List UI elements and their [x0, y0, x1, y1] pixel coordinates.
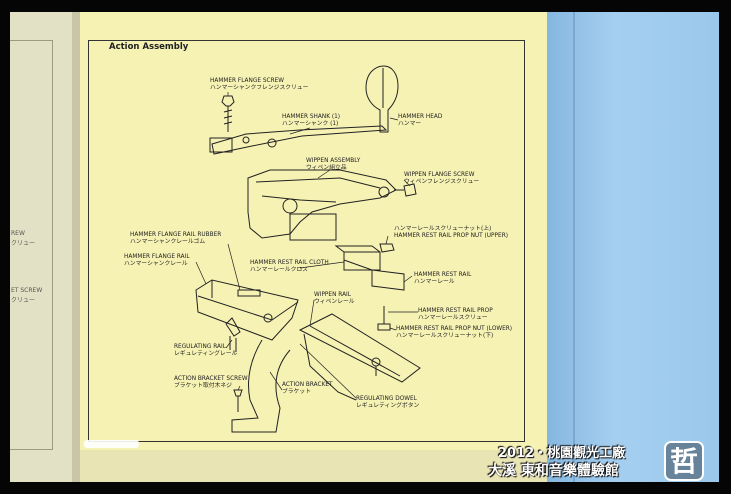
watermark-line-1: 2012・桃園觀光工廠 [498, 446, 626, 461]
shank-pin [267, 138, 277, 148]
bracket-screw [233, 389, 243, 412]
label-hammer-shank: HAMMER SHANK (1)ハンマーシャンク (1) [282, 114, 341, 127]
hammer-flange-rail [195, 279, 299, 341]
wall-seam [573, 12, 575, 482]
regulating-dowel [371, 357, 381, 367]
blue-wall [547, 12, 719, 482]
flange-rail-rubber [237, 289, 261, 297]
watermark-logo: 哲 [664, 441, 704, 481]
hammer-shank-shape [211, 125, 388, 155]
rest-rail [343, 259, 405, 291]
action-assembly-poster [80, 12, 547, 458]
wippen-lever [289, 213, 337, 241]
poster-title: Action Assembly [109, 42, 189, 52]
light-reflection [84, 440, 139, 448]
wippen-body [247, 169, 397, 239]
rest-rail-cloth [334, 245, 381, 271]
left-sheet-fragment: クリュー [11, 240, 36, 247]
lower-nut [377, 323, 391, 331]
left-sheet-frame [10, 40, 53, 450]
label-rest-rail-prop-nut-upper: ハンマーレールスクリューナット(上)HAMMER REST RAIL PROP … [394, 226, 508, 239]
left-sheet-fragment: ET SCREW [11, 287, 43, 294]
poster-lower-edge [80, 450, 550, 482]
upper-nut [379, 243, 395, 253]
watermark-line-2: 大溪 東和音樂體驗館 [488, 463, 619, 479]
left-sheet-fragment: クリュー [11, 297, 36, 304]
sheet-gap [72, 12, 82, 482]
left-adjacent-sheet: REW クリュー ET SCREW クリュー [10, 12, 72, 482]
label-rest-rail-prop-nut-lower: HAMMER REST RAIL PROP NUT (LOWER)ハンマーレール… [396, 326, 513, 339]
wippen-rail-shape [298, 313, 421, 383]
action-bracket-shape [231, 339, 291, 433]
flange-pin [242, 136, 250, 144]
left-sheet-fragment: REW [11, 230, 25, 237]
hammer-head-shape [365, 65, 399, 133]
diagram-frame [88, 40, 525, 442]
wippen-flange-screw [394, 183, 417, 197]
hammer-flange-block [209, 137, 233, 153]
flange-screw-shape [221, 95, 235, 132]
